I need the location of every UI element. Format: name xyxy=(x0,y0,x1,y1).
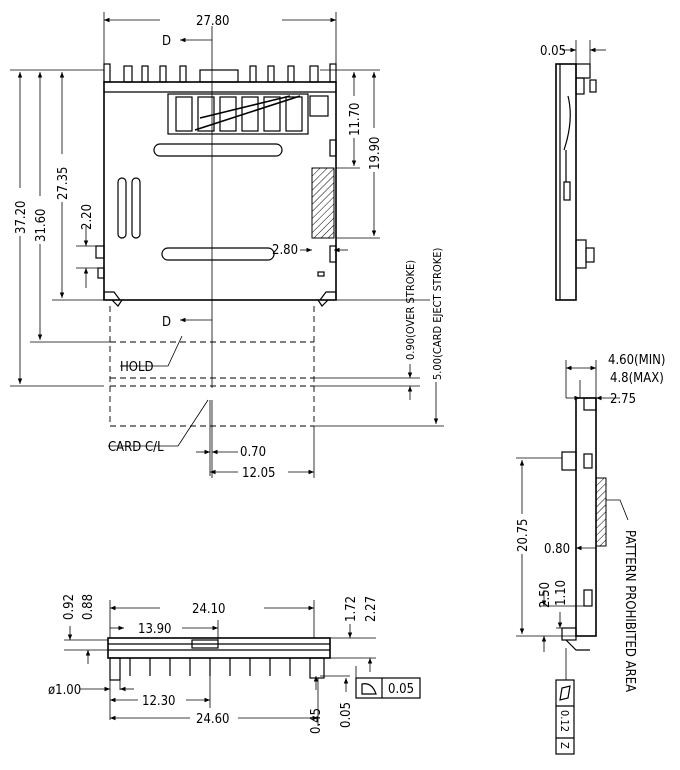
dim-31-60: 31.60 xyxy=(34,209,49,242)
side-body xyxy=(555,63,577,301)
front-view: 24.10 13.90 0.92 0.88 1.72 2.27 ø1.00 12… xyxy=(48,594,421,734)
dim-2-50: 2.50 xyxy=(538,582,553,608)
dim-27-35: 27.35 xyxy=(56,167,71,200)
dim-20-75: 20.75 xyxy=(516,519,531,552)
dim-13-90: 13.90 xyxy=(138,622,171,637)
flatness-tolerance-box: 0.12 Z xyxy=(555,679,575,755)
dim-0-80: 0.80 xyxy=(544,542,570,557)
dim-37-20: 37.20 xyxy=(14,201,29,234)
dim-11-70: 11.70 xyxy=(348,103,363,136)
dim-12-05: 12.05 xyxy=(242,466,275,481)
dim-0-05-side: 0.05 xyxy=(540,44,566,59)
contact-window xyxy=(167,93,329,135)
dim-1-72: 1.72 xyxy=(344,596,359,622)
top-view: D D 27.80 37.20 31.60 27.35 xyxy=(10,12,444,481)
top-tabs xyxy=(103,63,337,83)
dim-0-88: 0.88 xyxy=(81,594,96,620)
dim-2-80: 2.80 xyxy=(272,243,298,258)
front-body xyxy=(107,637,331,659)
dim-over-stroke: 0.90(OVER STROKE) xyxy=(404,260,417,360)
dim-0-05-front: 0.05 xyxy=(339,702,354,728)
svg-text:Z: Z xyxy=(558,742,571,749)
dim-19-90: 19.90 xyxy=(368,137,383,170)
datum-d-top: D xyxy=(162,34,171,49)
profile-icon xyxy=(361,683,377,695)
side-view-top-right: 0.05 xyxy=(540,40,606,301)
front-pins xyxy=(109,657,325,681)
card-outline-dashed xyxy=(109,306,315,427)
card-cl-label: CARD C/L xyxy=(108,440,164,455)
dim-2-75: 2.75 xyxy=(610,392,636,407)
dim-phi-1-00: ø1.00 xyxy=(48,683,81,698)
profile-tolerance-box: 0.05 xyxy=(355,677,421,699)
dim-12-30: 12.30 xyxy=(142,694,175,709)
dim-0-45: 0.45 xyxy=(309,708,324,734)
svg-text:0.05: 0.05 xyxy=(388,682,414,697)
side-view-right: 4.60(MIN) 4.8(MAX) 2.75 20.75 0.80 2.50 … xyxy=(514,353,665,755)
dim-4-60: 4.60(MIN) xyxy=(608,353,665,368)
dim-1-10: 1.10 xyxy=(554,580,569,606)
pattern-prohibited-label: PATTERN PROHIBITED AREA xyxy=(622,530,637,692)
datum-d-mid: D xyxy=(162,315,171,330)
dim-0-70: 0.70 xyxy=(240,445,266,460)
dim-width: 27.80 xyxy=(196,14,229,29)
svg-text:0.12: 0.12 xyxy=(558,710,571,732)
dim-0-92: 0.92 xyxy=(62,594,77,620)
flatness-icon xyxy=(559,685,571,701)
dim-eject-stroke: 5.00(CARD EJECT STROKE) xyxy=(431,248,444,380)
dim-24-10: 24.10 xyxy=(192,602,225,617)
dim-24-60: 24.60 xyxy=(196,712,229,727)
side-body-2 xyxy=(575,397,597,637)
dim-2-27: 2.27 xyxy=(364,596,379,622)
dim-2-20: 2.20 xyxy=(80,204,95,230)
upper-slot xyxy=(153,143,283,157)
dim-4-8: 4.8(MAX) xyxy=(610,371,664,386)
hatched-contact-block xyxy=(311,167,335,239)
pattern-area-hatch xyxy=(595,477,607,547)
lower-slot xyxy=(161,247,275,261)
hold-label: HOLD xyxy=(120,360,154,375)
